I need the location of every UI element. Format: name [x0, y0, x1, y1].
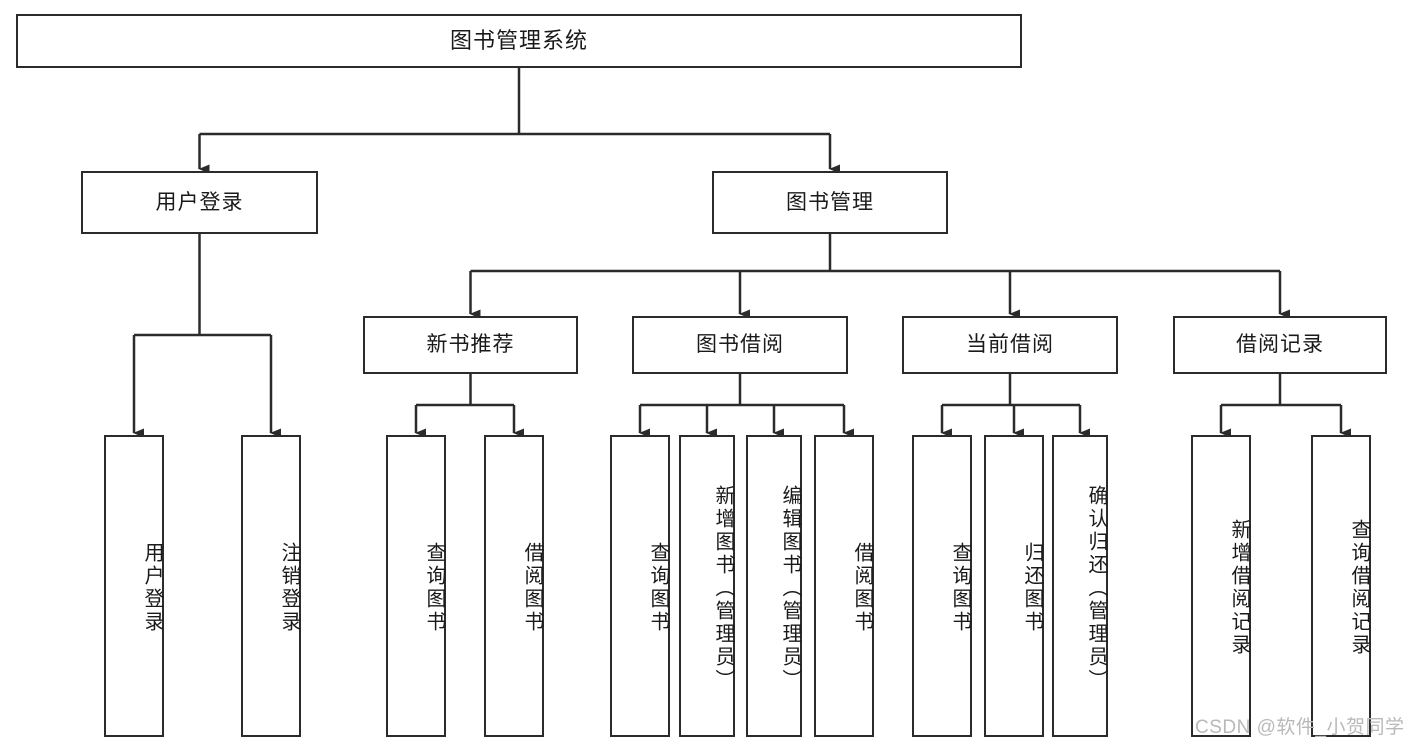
node-label: 用户登录	[141, 542, 163, 634]
node-label: 注销登录	[278, 542, 300, 634]
node-root[interactable]: 图书管理系统	[16, 14, 1022, 68]
node-label: 图书借阅	[696, 333, 784, 357]
node-label: 当前借阅	[966, 333, 1054, 357]
node-leaf-rec-borrow[interactable]: 借阅图书	[484, 435, 544, 737]
node-leaf-cur-return[interactable]: 归还图书	[984, 435, 1044, 737]
node-new-book-rec[interactable]: 新书推荐	[363, 316, 578, 374]
watermark-label: CSDN @软件_小贺同学	[1195, 717, 1405, 738]
node-leaf-user-login[interactable]: 用户登录	[104, 435, 164, 737]
edges-group	[132, 68, 1351, 438]
node-label: 借阅图书	[521, 542, 543, 634]
node-leaf-rec-query2[interactable]: 查询借阅记录	[1311, 435, 1371, 737]
node-leaf-rec-query[interactable]: 查询图书	[386, 435, 446, 737]
node-label: 确认归还（管理员）	[1085, 484, 1107, 692]
node-label: 归还图书	[1021, 542, 1043, 634]
node-leaf-cur-query[interactable]: 查询图书	[912, 435, 972, 737]
node-leaf-rec-add[interactable]: 新增借阅记录	[1191, 435, 1251, 737]
node-leaf-brw-query[interactable]: 查询图书	[610, 435, 670, 737]
node-leaf-brw-borrow[interactable]: 借阅图书	[814, 435, 874, 737]
node-label: 查询图书	[423, 542, 445, 634]
node-current-borrow[interactable]: 当前借阅	[902, 316, 1118, 374]
node-user-login[interactable]: 用户登录	[81, 171, 318, 234]
node-leaf-cur-confirm[interactable]: 确认归还（管理员）	[1052, 435, 1108, 737]
node-label: 编辑图书（管理员）	[779, 484, 801, 692]
node-label: 查询图书	[647, 542, 669, 634]
node-book-borrow[interactable]: 图书借阅	[632, 316, 848, 374]
node-label: 新增图书（管理员）	[712, 484, 734, 692]
node-label: 查询图书	[949, 542, 971, 634]
node-label: 借阅图书	[851, 542, 873, 634]
node-label: 新增借阅记录	[1228, 519, 1250, 657]
node-leaf-user-logout[interactable]: 注销登录	[241, 435, 301, 737]
node-leaf-brw-edit[interactable]: 编辑图书（管理员）	[746, 435, 802, 737]
node-label: 新书推荐	[426, 333, 515, 357]
node-book-manage[interactable]: 图书管理	[712, 171, 948, 234]
node-label: 图书管理	[786, 190, 874, 214]
node-borrow-record[interactable]: 借阅记录	[1173, 316, 1387, 374]
node-label: 查询借阅记录	[1348, 519, 1370, 657]
node-leaf-brw-add[interactable]: 新增图书（管理员）	[679, 435, 735, 737]
node-label: 用户登录	[155, 190, 244, 214]
node-label: 图书管理系统	[449, 27, 588, 53]
node-label: 借阅记录	[1236, 333, 1324, 357]
